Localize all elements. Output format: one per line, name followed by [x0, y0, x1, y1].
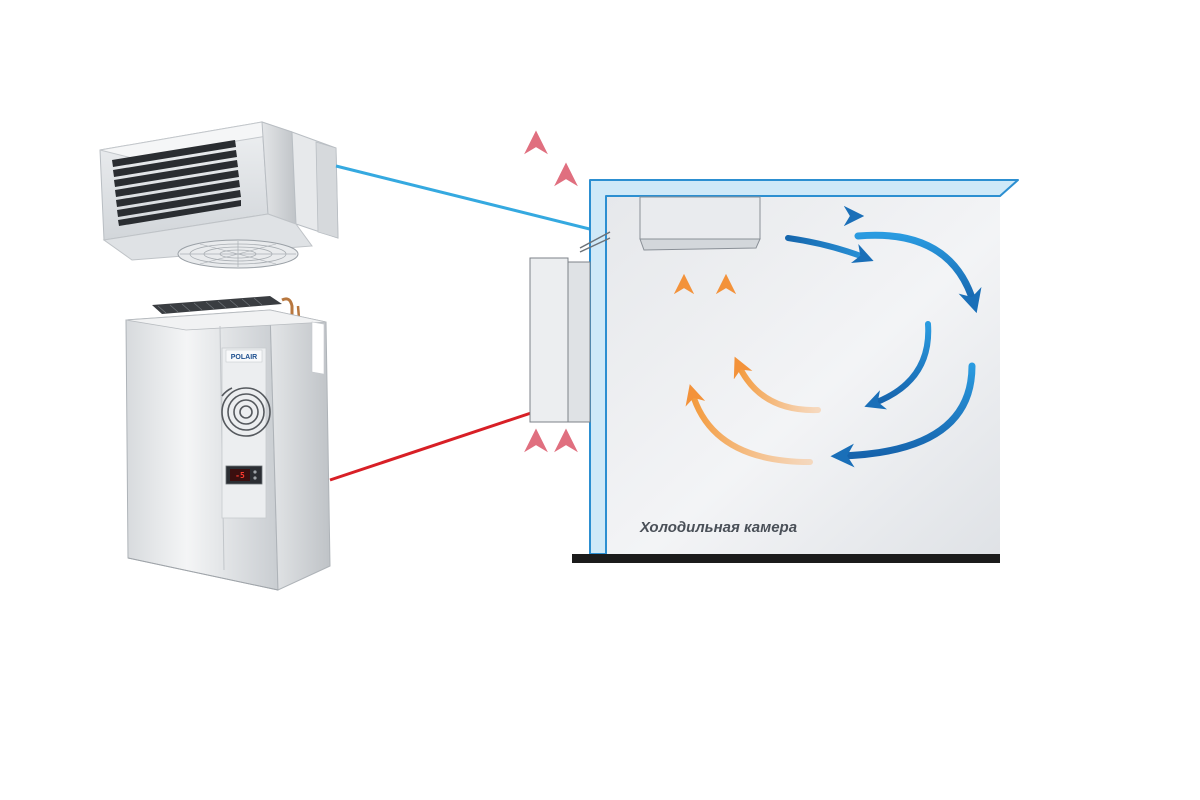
cold-arrow-arc-middle [864, 321, 932, 410]
evaporator-unit-image [99, 121, 339, 269]
condenser-top-coil [152, 296, 282, 314]
evaporator-fan-grill [177, 239, 299, 269]
cold-arrow-diagonal [785, 235, 874, 264]
condenser-connector-line [329, 406, 547, 482]
brand-logo-text: POLAIR [231, 354, 257, 361]
hot-air-arrows [524, 130, 578, 546]
room-evaporator [639, 196, 761, 251]
temperature-controller: -5 [225, 465, 263, 485]
warm-air-arrows [673, 273, 821, 465]
cold-room-label: Холодильная камера [639, 519, 797, 536]
condensing-unit-image: POLAIR -5 [125, 296, 331, 591]
cold-arrow-arc-bottom [830, 362, 976, 468]
evaporator-louvers [112, 140, 241, 226]
warm-arrow-curve-inner [733, 356, 821, 414]
cold-room: Холодильная камера [529, 179, 1019, 563]
cold-room-floor [572, 554, 1000, 563]
cold-arrow-arc-right [854, 231, 982, 314]
room-condensing-unit [529, 257, 591, 423]
controller-display-value: -5 [235, 471, 245, 480]
cold-air-arrows [769, 205, 982, 468]
condenser-fan-grille [221, 387, 271, 437]
warm-arrow-curve-outer [685, 384, 813, 465]
cold-room-interior [606, 192, 1000, 554]
